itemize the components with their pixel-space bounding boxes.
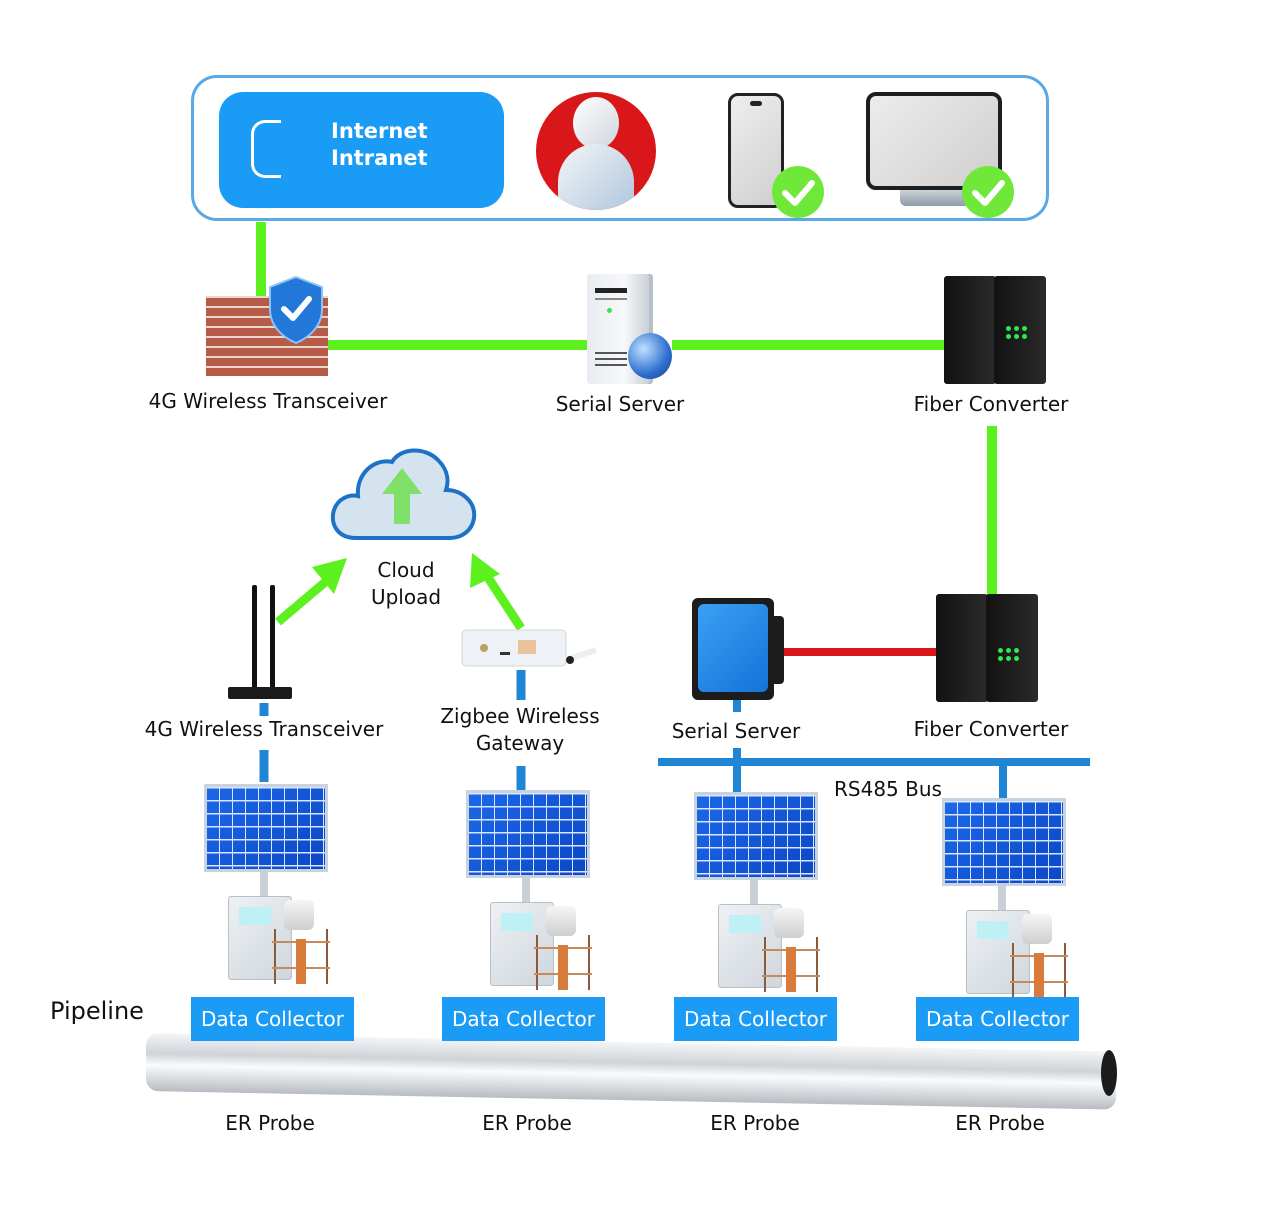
- serial-server-device-icon: [692, 598, 784, 700]
- user-icon: [536, 92, 656, 210]
- fiber-converter-icon: [936, 594, 1046, 702]
- label-upload: Upload: [370, 585, 442, 609]
- arrowhead-gateway: [470, 553, 500, 588]
- er-probe-label: ER Probe: [710, 1111, 800, 1135]
- label-zigbee-line2: Gateway: [475, 731, 565, 755]
- label-serial-server-field: Serial Server: [671, 719, 801, 743]
- er-probe-label: ER Probe: [482, 1111, 572, 1135]
- shield-icon: [269, 275, 323, 345]
- collector-cabinet-icon: [718, 904, 782, 988]
- er-probe-label: ER Probe: [225, 1111, 315, 1135]
- arrow-router-to-cloud: [275, 574, 333, 626]
- label-rs485-bus: RS485 Bus: [834, 777, 942, 801]
- data-collector-label: Data Collector: [674, 997, 837, 1041]
- label-fiber-converter-top: Fiber Converter: [913, 392, 1069, 416]
- zigbee-gateway-icon: [461, 629, 597, 667]
- solar-panel-icon: [942, 798, 1066, 886]
- network-bracket-icon: [251, 120, 281, 178]
- label-serial-server-top: Serial Server: [555, 392, 685, 416]
- label-cloud: Cloud: [377, 558, 435, 582]
- network-box: Internet Intranet: [219, 92, 504, 208]
- arrowhead-router: [312, 558, 347, 594]
- label-fiber-converter-field: Fiber Converter: [913, 717, 1069, 741]
- solar-panel-icon: [694, 792, 818, 880]
- cloud-upload-icon: [330, 448, 477, 540]
- label-4g-transceiver-field: 4G Wireless Transceiver: [144, 717, 384, 741]
- monitoring-station: [204, 784, 364, 1024]
- pipeline-end: [1101, 1050, 1117, 1096]
- data-collector-label: Data Collector: [916, 997, 1079, 1041]
- check-icon: [772, 166, 824, 218]
- collector-cabinet-icon: [966, 910, 1030, 994]
- globe-icon: [628, 333, 672, 379]
- label-zigbee-line1: Zigbee Wireless: [440, 704, 600, 728]
- monitoring-station: [942, 798, 1102, 1038]
- solar-panel-icon: [204, 784, 328, 872]
- solar-panel-icon: [466, 790, 590, 878]
- monitor-stand: [900, 190, 970, 206]
- label-4g-transceiver-top: 4G Wireless Transceiver: [148, 389, 388, 413]
- data-collector-label: Data Collector: [442, 997, 605, 1041]
- collector-cabinet-icon: [490, 902, 554, 986]
- check-icon: [962, 166, 1014, 218]
- label-pipeline: Pipeline: [50, 997, 144, 1025]
- network-label-intranet: Intranet: [331, 146, 428, 170]
- fiber-converter-icon: [944, 276, 1054, 384]
- arrow-gateway-to-cloud: [483, 573, 525, 631]
- monitoring-station: [694, 792, 854, 1032]
- data-collector-label: Data Collector: [191, 997, 354, 1041]
- network-label-internet: Internet: [331, 119, 428, 143]
- collector-cabinet-icon: [228, 896, 292, 980]
- 4g-router-icon: [228, 585, 292, 699]
- er-probe-label: ER Probe: [955, 1111, 1045, 1135]
- monitoring-station: [466, 790, 626, 1030]
